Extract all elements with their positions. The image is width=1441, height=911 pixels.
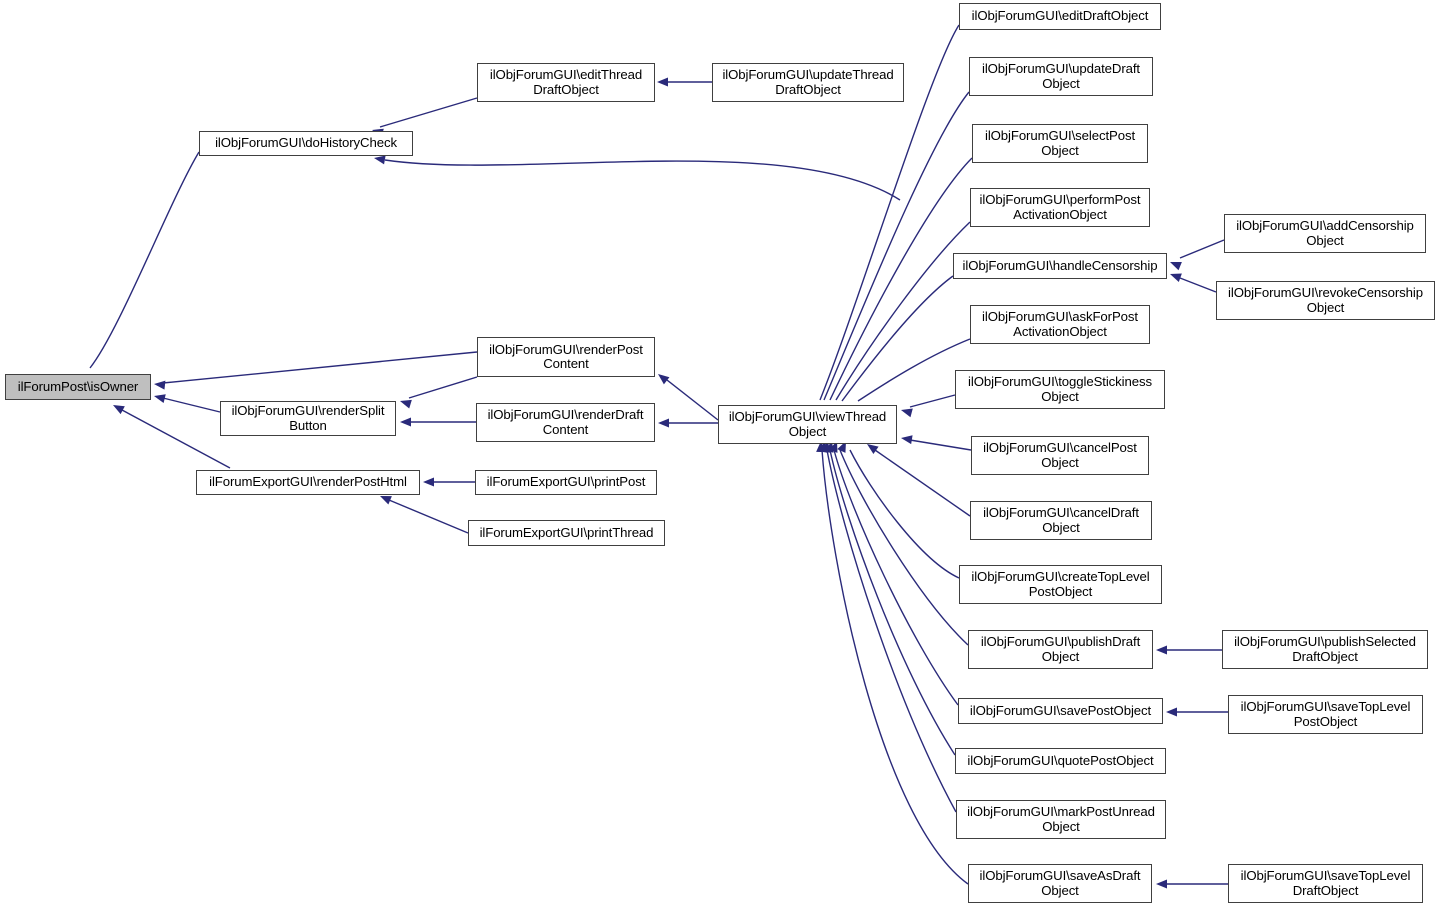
edge-doHistoryCheck-to-isOwner xyxy=(84,151,200,385)
node-updateThreadDraftObject[interactable]: ilObjForumGUI\updateThread DraftObject xyxy=(712,63,904,102)
edge-savePostObject-to-viewThreadObject xyxy=(824,441,959,706)
node-createTopLevelPostObject[interactable]: ilObjForumGUI\createTopLevel PostObject xyxy=(959,565,1162,604)
node-cancelDraftObject[interactable]: ilObjForumGUI\cancelDraft Object xyxy=(970,501,1152,540)
edge-renderPostContent-to-renderSplitButton xyxy=(400,376,478,409)
node-toggleStickinessObject[interactable]: ilObjForumGUI\toggleStickiness Object xyxy=(955,370,1165,409)
node-viewThreadObject[interactable]: ilObjForumGUI\viewThread Object xyxy=(718,405,897,444)
node-editThreadDraftObject[interactable]: ilObjForumGUI\editThread DraftObject xyxy=(477,63,655,102)
edge-handleCensorship-to-viewThreadObject xyxy=(837,275,954,421)
node-markPostUnreadObject[interactable]: ilObjForumGUI\markPostUnread Object xyxy=(956,800,1166,839)
node-editDraftObject[interactable]: ilObjForumGUI\editDraftObject xyxy=(959,3,1161,30)
edge-markPostUnreadObject-to-viewThreadObject xyxy=(818,441,957,813)
node-renderPostHtml[interactable]: ilForumExportGUI\renderPostHtml xyxy=(196,470,420,495)
node-saveTopLevelDraftObject[interactable]: ilObjForumGUI\saveTopLevel DraftObject xyxy=(1228,864,1423,903)
edge-renderDraftContent-to-renderSplitButton xyxy=(400,417,476,427)
node-renderSplitButton[interactable]: ilObjForumGUI\renderSplit Button xyxy=(220,401,396,436)
node-quotePostObject[interactable]: ilObjForumGUI\quotePostObject xyxy=(955,748,1166,774)
edge-performPostActivationObject-to-viewThreadObject xyxy=(831,221,971,421)
node-performPostActivationObject[interactable]: ilObjForumGUI\performPost ActivationObje… xyxy=(970,188,1150,227)
node-askForPostActivationObject[interactable]: ilObjForumGUI\askForPost ActivationObjec… xyxy=(970,305,1150,344)
edge-saveTopLevelPostObject-to-savePostObject xyxy=(1166,707,1228,717)
edge-renderPostContent-to-isOwner xyxy=(154,351,478,390)
edge-viewThreadObject-to-doHistoryCheck xyxy=(374,155,901,201)
node-addCensorshipObject[interactable]: ilObjForumGUI\addCensorship Object xyxy=(1224,214,1426,253)
edge-revokeCensorshipObject-to-handleCensorship xyxy=(1170,273,1217,293)
node-cancelPostObject[interactable]: ilObjForumGUI\cancelPost Object xyxy=(971,436,1149,475)
node-publishSelectedDraftObject[interactable]: ilObjForumGUI\publishSelected DraftObjec… xyxy=(1222,630,1428,669)
edge-createTopLevelPostObject-to-viewThreadObject xyxy=(837,441,960,579)
edge-cancelPostObject-to-viewThreadObject xyxy=(901,435,972,451)
node-printThread[interactable]: ilForumExportGUI\printThread xyxy=(468,520,665,546)
edge-printThread-to-renderPostHtml xyxy=(380,496,469,534)
edge-printPost-to-renderPostHtml xyxy=(423,477,475,487)
node-updateDraftObject[interactable]: ilObjForumGUI\updateDraft Object xyxy=(969,57,1153,96)
node-handleCensorship[interactable]: ilObjForumGUI\handleCensorship xyxy=(953,253,1167,279)
node-revokeCensorshipObject[interactable]: ilObjForumGUI\revokeCensorship Object xyxy=(1216,281,1435,320)
node-renderDraftContent[interactable]: ilObjForumGUI\renderDraft Content xyxy=(476,403,655,442)
edge-updateDraftObject-to-viewThreadObject xyxy=(819,91,970,421)
edge-saveTopLevelDraftObject-to-saveAsDraftObject xyxy=(1156,879,1228,889)
edge-renderPostHtml-to-isOwner xyxy=(113,405,231,469)
node-printPost[interactable]: ilForumExportGUI\printPost xyxy=(475,470,657,495)
node-savePostObject[interactable]: ilObjForumGUI\savePostObject xyxy=(958,698,1163,724)
edge-saveAsDraftObject-to-viewThreadObject xyxy=(816,441,969,885)
edge-renderSplitButton-to-isOwner xyxy=(154,394,221,413)
edge-quotePostObject-to-viewThreadObject xyxy=(821,441,956,756)
edge-toggleStickinessObject-to-viewThreadObject xyxy=(901,394,956,418)
node-isOwner[interactable]: ilForumPost\isOwner xyxy=(5,374,151,400)
node-doHistoryCheck[interactable]: ilObjForumGUI\doHistoryCheck xyxy=(199,131,413,156)
edge-updateThreadDraftObject-to-editThreadDraftObject xyxy=(657,77,712,87)
edge-addCensorshipObject-to-handleCensorship xyxy=(1170,239,1225,271)
edge-publishSelectedDraftObject-to-publishDraftObject xyxy=(1156,645,1222,655)
node-publishDraftObject[interactable]: ilObjForumGUI\publishDraft Object xyxy=(968,630,1153,669)
edge-publishDraftObject-to-viewThreadObject xyxy=(829,441,969,646)
edge-selectPostObject-to-viewThreadObject xyxy=(825,157,973,421)
edge-viewThreadObject-to-renderPostContent xyxy=(658,374,719,421)
edge-cancelDraftObject-to-viewThreadObject xyxy=(867,444,971,517)
node-saveTopLevelPostObject[interactable]: ilObjForumGUI\saveTopLevel PostObject xyxy=(1228,695,1423,734)
node-renderPostContent[interactable]: ilObjForumGUI\renderPost Content xyxy=(477,337,655,377)
node-saveAsDraftObject[interactable]: ilObjForumGUI\saveAsDraft Object xyxy=(968,864,1152,903)
node-selectPostObject[interactable]: ilObjForumGUI\selectPost Object xyxy=(972,124,1148,163)
edge-viewThreadObject-to-renderDraftContent xyxy=(658,418,718,428)
